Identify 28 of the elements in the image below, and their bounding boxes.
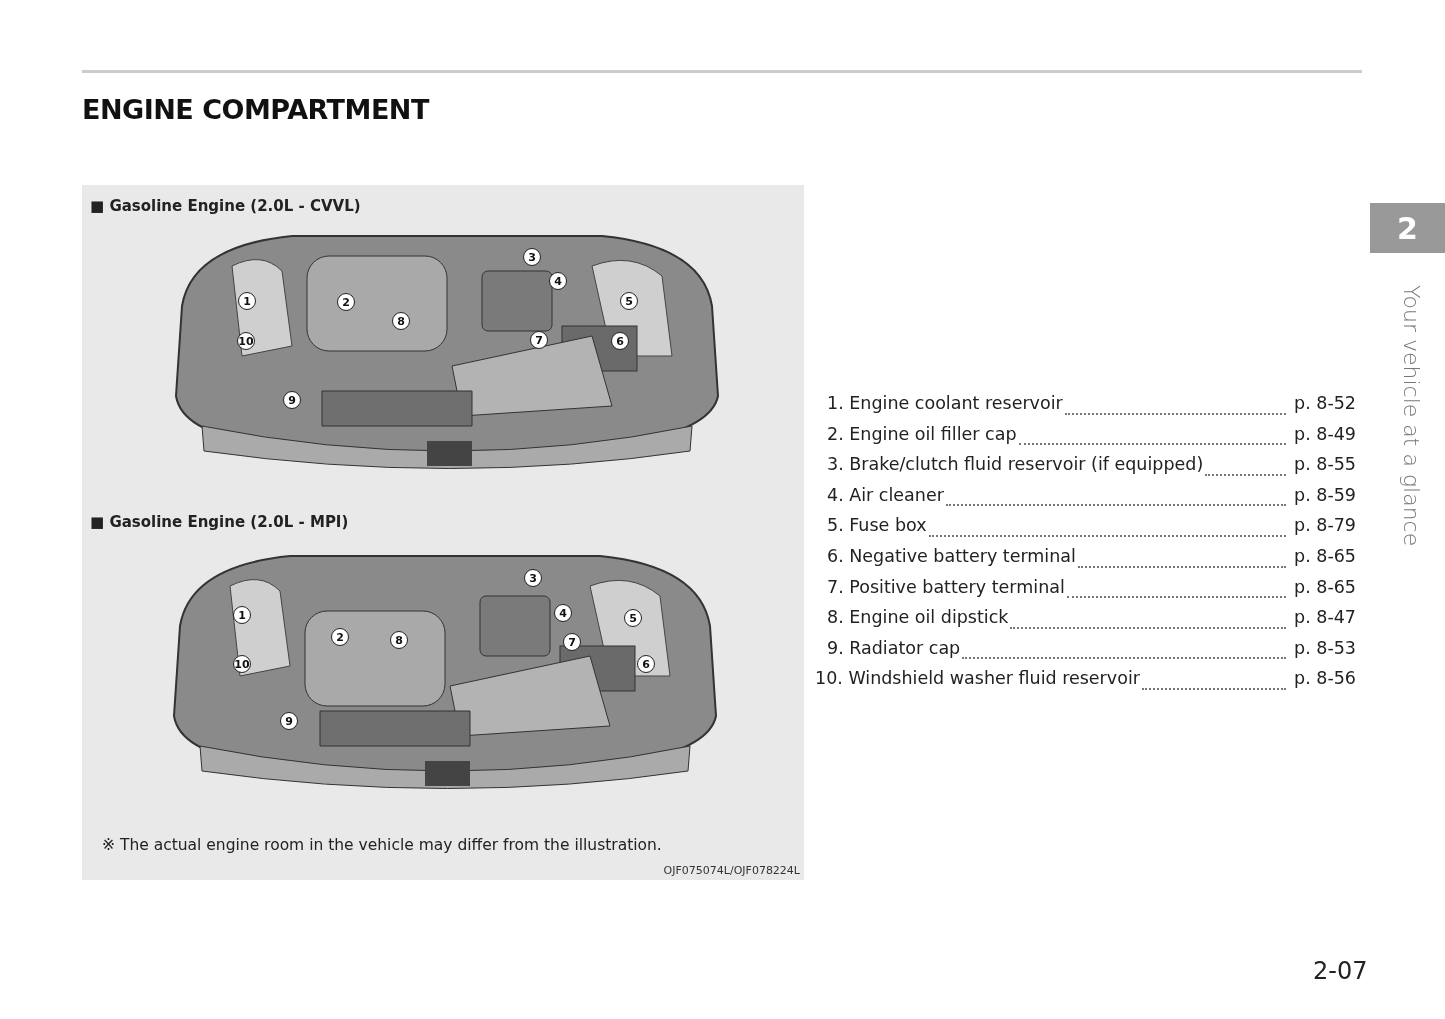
section-heading: ■ Gasoline Engine (2.0L - MPI) [90,513,349,531]
list-item-text: 7. Positive battery terminal [826,576,1065,597]
page-reference: p. 8-65 [1294,576,1356,597]
chapter-title: Your vehicle at a glance [1398,285,1424,547]
section-heading: ■ Gasoline Engine (2.0L - CVVL) [90,197,361,215]
page-reference: p. 8-65 [1294,545,1356,566]
list-item-text: 6. Negative battery terminal [826,545,1076,566]
list-item-text: 9. Radiator cap [826,637,961,658]
page-title: ENGINE COMPARTMENT [82,94,429,125]
list-item-text: 2. Engine oil filler cap [826,423,1017,444]
page-number: 2-07 [1313,957,1368,985]
list-item-text: 3. Brake/clutch fluid reservoir (if equipped) [826,454,1204,475]
list-item-text: 4. Air cleaner [826,484,944,505]
chapter-tab: 2 [1370,203,1445,253]
page-reference: p. 8-79 [1294,515,1356,536]
figure-code: OJF075074L/OJF078224L [663,864,800,877]
page-reference: p. 8-56 [1294,668,1356,689]
page-reference: p. 8-55 [1294,454,1356,475]
list-item-text: 5. Fuse box [826,515,927,536]
page-reference: p. 8-47 [1294,607,1356,628]
page-reference: p. 8-52 [1294,393,1356,413]
page-reference: p. 8-53 [1294,637,1356,658]
page-reference: p. 8-59 [1294,484,1356,505]
list-item-text: 1. Engine coolant reservoir [826,393,1063,413]
note-text: ※ The actual engine room in the vehicle may differ from the illustration. [102,836,662,854]
list-item-text: 10. Windshield washer fluid reservoir [815,668,1140,689]
list-item-text: 8. Engine oil dipstick [826,607,1009,628]
page-reference: p. 8-49 [1294,423,1356,444]
